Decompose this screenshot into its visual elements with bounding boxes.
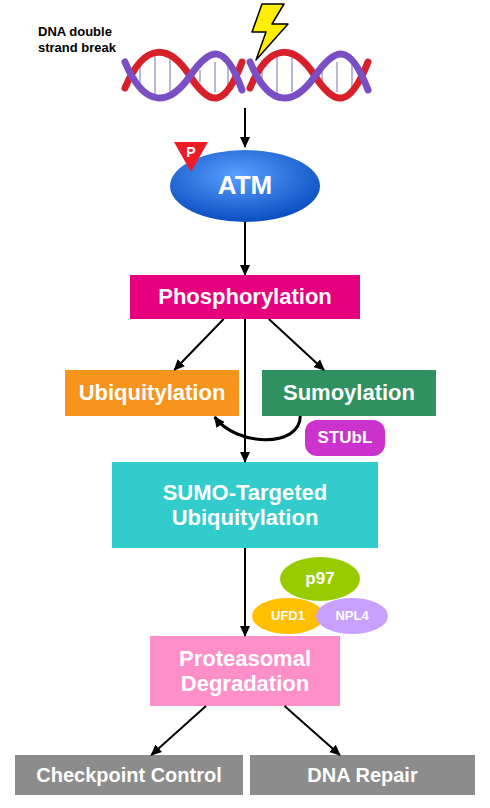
phospho-flag: P — [174, 142, 208, 172]
shape-fill — [280, 557, 360, 601]
shape-fill — [174, 142, 208, 172]
flow-arrow — [151, 706, 206, 755]
protein-ellipse: p97 — [280, 557, 360, 601]
node-text: Sumoylation — [279, 380, 419, 405]
outcome-box: Checkpoint Control — [15, 755, 243, 795]
node-text: Ubiquitylation — [75, 380, 230, 405]
node-text: ATM — [214, 171, 276, 201]
node-text: NPL4 — [331, 609, 372, 624]
flow-arrow — [244, 222, 246, 275]
flow-arrow — [269, 319, 324, 370]
shape-fill — [15, 755, 243, 795]
shape-fill — [130, 275, 360, 319]
shape-fill — [305, 420, 385, 456]
protein-ellipse: ATMP — [170, 150, 320, 222]
shape-fill — [250, 755, 475, 795]
enzyme-label: STUbL — [305, 420, 385, 456]
node-text: Phosphorylation — [154, 284, 336, 309]
lightning-bolt — [252, 4, 288, 60]
node-text: Checkpoint Control — [32, 764, 226, 787]
flow-arrow — [285, 706, 340, 755]
process-box: Phosphorylation — [130, 275, 360, 319]
protein-ellipse: UFD1 — [252, 598, 324, 634]
dna-helix — [125, 52, 368, 98]
flow-arrow — [174, 319, 223, 370]
protein-ellipse: NPL4 — [316, 598, 388, 634]
annotation-label: DNA double strand break — [38, 24, 148, 55]
process-box: Sumoylation — [262, 370, 436, 416]
node-text: UFD1 — [267, 609, 309, 624]
shape-fill — [316, 598, 388, 634]
process-box: Ubiquitylation — [65, 370, 239, 416]
shape-fill — [262, 370, 436, 416]
shape-fill — [65, 370, 239, 416]
node-text: STUbL — [314, 428, 377, 448]
flow-arrow — [244, 548, 246, 636]
damage-arrow — [244, 108, 246, 147]
shape-fill — [112, 462, 378, 548]
flow-arrow — [244, 319, 246, 462]
shape-fill — [252, 598, 324, 634]
node-text: P — [182, 144, 199, 160]
node-text: p97 — [301, 569, 338, 589]
process-box: Proteasomal Degradation — [150, 636, 340, 706]
node-text: SUMO-Targeted Ubiquitylation — [112, 480, 378, 531]
node-text: DNA Repair — [303, 764, 421, 787]
flow-arrow — [215, 416, 301, 440]
shape-fill — [150, 636, 340, 706]
process-box: SUMO-Targeted Ubiquitylation — [112, 462, 378, 548]
outcome-box: DNA Repair — [250, 755, 475, 795]
node-text: Proteasomal Degradation — [150, 646, 340, 697]
